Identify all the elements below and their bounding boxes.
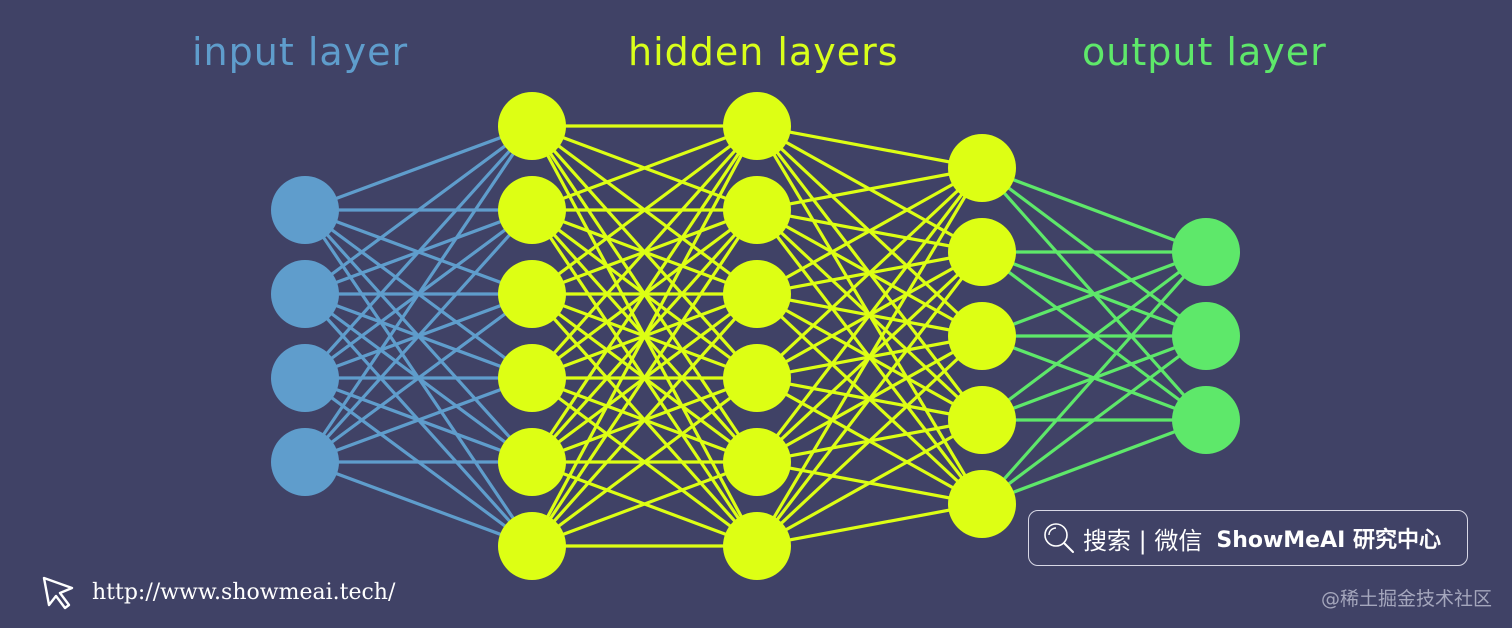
neuron-l1-n5 <box>498 512 566 580</box>
connection-0-3-1 <box>303 208 534 464</box>
connection-2-5-2 <box>755 334 984 548</box>
connection-0-0-0 <box>304 124 533 212</box>
neuron-l3-n4 <box>948 470 1016 538</box>
connection-3-2-0 <box>981 250 1207 338</box>
neurons-group <box>271 92 1240 580</box>
neuron-l0-n1 <box>271 260 339 328</box>
connection-0-2-0 <box>303 124 534 380</box>
connection-1-5-3 <box>531 376 758 548</box>
website-url[interactable]: http://www.showmeai.tech/ <box>92 579 396 605</box>
connection-0-1-0 <box>304 124 533 296</box>
connection-1-3-0 <box>530 124 759 380</box>
neuron-l3-n3 <box>948 386 1016 454</box>
neuron-l1-n4 <box>498 428 566 496</box>
neuron-l1-n3 <box>498 344 566 412</box>
connection-2-2-0 <box>756 166 983 296</box>
neuron-l1-n2 <box>498 260 566 328</box>
connection-0-3-5 <box>304 460 533 548</box>
output-layer-title: output layer <box>1082 30 1327 74</box>
neuron-l3-n2 <box>948 302 1016 370</box>
neuron-l2-n1 <box>723 176 791 244</box>
neuron-l2-n2 <box>723 260 791 328</box>
connection-2-5-4 <box>756 502 983 548</box>
search-brand-text: ShowMeAI 研究中心 <box>1216 528 1441 553</box>
connection-2-4-0 <box>755 167 984 463</box>
connection-1-5-1 <box>530 209 759 547</box>
connection-1-2-0 <box>531 124 758 296</box>
connection-1-1-0 <box>531 124 758 212</box>
neuron-l1-n1 <box>498 176 566 244</box>
neuron-l2-n3 <box>723 344 791 412</box>
neuron-l2-n5 <box>723 512 791 580</box>
neuron-l4-n1 <box>1172 302 1240 370</box>
hidden-layers-title: hidden layers <box>628 30 899 74</box>
neuron-l4-n0 <box>1172 218 1240 286</box>
neuron-l3-n0 <box>948 134 1016 202</box>
search-banner: 搜索 | 微信 ShowMeAI 研究中心 <box>1028 510 1468 566</box>
juejin-watermark: @稀土掘金技术社区 <box>1320 588 1492 610</box>
connection-0-3-0 <box>303 125 534 463</box>
connection-2-5-0 <box>755 167 984 547</box>
search-icon <box>1044 523 1074 553</box>
connections-group <box>303 124 1208 548</box>
connection-3-4-1 <box>981 334 1207 506</box>
neuron-l2-n0 <box>723 92 791 160</box>
neuron-l0-n0 <box>271 176 339 244</box>
input-layer-title: input layer <box>192 30 409 74</box>
connection-3-4-0 <box>980 250 1208 506</box>
connection-2-1-0 <box>756 166 983 212</box>
search-prefix-text: 搜索 | 微信 <box>1083 526 1203 555</box>
connection-1-5-0 <box>530 125 759 547</box>
connection-2-3-0 <box>755 166 984 380</box>
neuron-l2-n4 <box>723 428 791 496</box>
neuron-l1-n0 <box>498 92 566 160</box>
connection-3-3-0 <box>981 250 1207 422</box>
connection-2-0-0 <box>756 124 983 170</box>
connection-0-3-3 <box>304 376 533 464</box>
cursor-icon <box>42 576 74 610</box>
website-link-row[interactable]: http://www.showmeai.tech/ <box>38 570 395 614</box>
connection-1-5-4 <box>531 460 758 548</box>
connection-0-3-2 <box>304 292 533 464</box>
connection-2-5-3 <box>756 418 983 548</box>
neuron-l0-n2 <box>271 344 339 412</box>
neuron-l3-n1 <box>948 218 1016 286</box>
connection-3-4-2 <box>981 418 1207 506</box>
connection-3-0-0 <box>981 166 1207 254</box>
neuron-l0-n3 <box>271 428 339 496</box>
neuron-l4-n2 <box>1172 386 1240 454</box>
connection-2-5-1 <box>755 251 984 547</box>
connection-1-4-0 <box>530 125 759 463</box>
connection-1-5-2 <box>530 292 759 548</box>
